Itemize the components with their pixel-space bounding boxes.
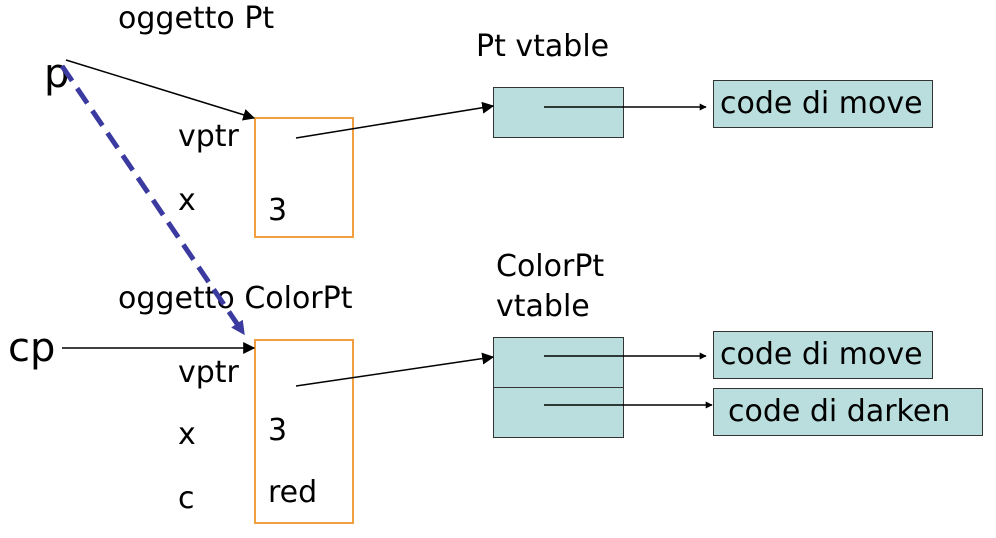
- colorpt-field-label-vptr: vptr: [178, 355, 239, 390]
- colorpt-vtable-title-line1: ColorPt: [496, 249, 605, 284]
- pt-field-label-vptr: vptr: [178, 119, 239, 154]
- arrow-colorpt-vptr-to-vtable: [295, 352, 495, 387]
- arrow-p-to-pt-object: [65, 59, 256, 121]
- pt-field-value-x: 3: [268, 193, 288, 228]
- colorpt-object-title: oggetto ColorPt: [118, 281, 353, 316]
- pt-object-title: oggetto Pt: [118, 1, 275, 36]
- colorpt-vtable-box: [493, 337, 624, 438]
- colorpt-code-move-box: code di move: [713, 331, 933, 379]
- colorpt-object-box: [254, 339, 354, 524]
- pt-vtable-title: Pt vtable: [476, 29, 610, 64]
- pt-code-move-box: code di move: [713, 80, 933, 128]
- colorpt-field-label-c: c: [178, 481, 195, 516]
- var-cp: cp: [8, 325, 56, 371]
- colorpt-vtable-title-line2: vtable: [496, 289, 590, 324]
- colorpt-field-value-x: 3: [268, 413, 288, 448]
- pt-vtable-box: [493, 87, 624, 138]
- arrow-pt-vptr-to-vtable: [295, 101, 495, 139]
- colorpt-code-darken-box: code di darken: [713, 388, 983, 436]
- colorpt-vtable-divider: [494, 387, 623, 388]
- colorpt-field-label-x: x: [178, 417, 196, 452]
- colorpt-field-value-c: red: [268, 475, 318, 510]
- pt-field-label-x: x: [178, 183, 196, 218]
